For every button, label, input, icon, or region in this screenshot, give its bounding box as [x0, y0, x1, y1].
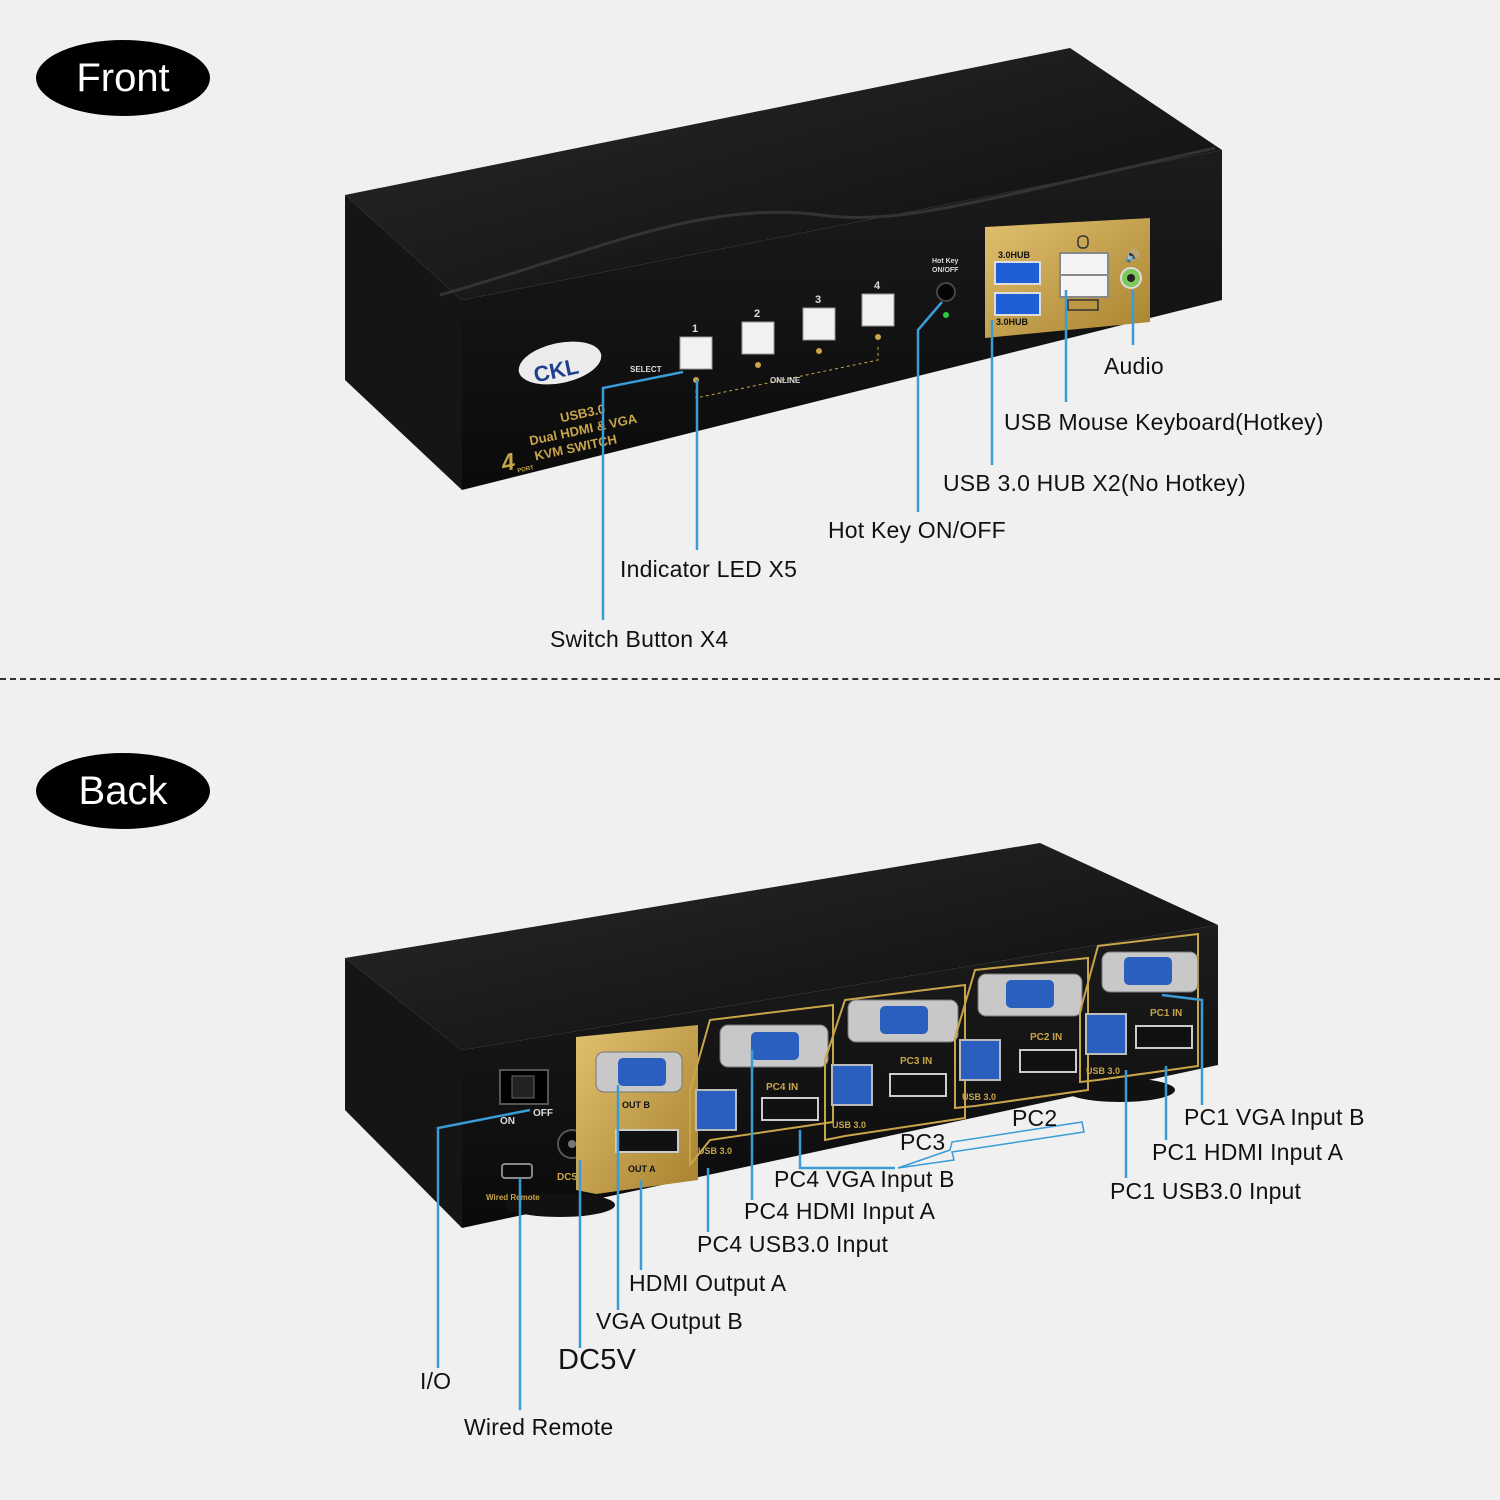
callout-pc3: PC3 — [900, 1129, 946, 1155]
front-device-side — [345, 195, 462, 490]
led-3 — [816, 348, 822, 354]
svg-text:OUT B: OUT B — [622, 1100, 650, 1110]
usb3-port-top — [994, 261, 1041, 285]
callout-pc4-vga: PC4 VGA Input B — [774, 1166, 955, 1192]
svg-text:ON: ON — [500, 1116, 515, 1127]
callout-pc1-usb: PC1 USB3.0 Input — [1110, 1178, 1302, 1204]
select-label: SELECT — [630, 365, 662, 374]
usb3-port-bottom — [994, 292, 1041, 316]
back-device: ON OFF DC5V Wired Remote OUT B OUT A PC4… — [345, 843, 1218, 1228]
callout-pc1-hdmi: PC1 HDMI Input A — [1152, 1139, 1344, 1165]
button-num-2: 2 — [754, 308, 760, 320]
callout-hdmi-output: HDMI Output A — [629, 1270, 787, 1296]
callout-switch-button: Switch Button X4 — [550, 626, 729, 652]
svg-text:USB 3.0: USB 3.0 — [698, 1146, 732, 1156]
front-device: 3.0HUB 3.0HUB 🔊 Hot Key ON/OFF 1 2 3 4 — [345, 48, 1222, 490]
svg-text:USB 3.0: USB 3.0 — [962, 1092, 996, 1102]
svg-text:PC3 IN: PC3 IN — [900, 1056, 932, 1067]
hdmi-output-a — [615, 1129, 679, 1153]
svg-text:OUT A: OUT A — [628, 1164, 656, 1174]
hub-bottom-label: 3.0HUB — [996, 317, 1029, 327]
back-device-side — [345, 958, 462, 1228]
pc2-pc3-arrow — [897, 1121, 1085, 1169]
front-leader-lines — [601, 290, 1135, 620]
online-label: ONLINE — [770, 376, 801, 385]
callout-vga-output: VGA Output B — [596, 1308, 743, 1334]
svg-text:DC5V: DC5V — [557, 1172, 584, 1183]
pc3-usb-port — [831, 1064, 873, 1106]
callout-pc4-usb: PC4 USB3.0 Input — [697, 1231, 889, 1257]
callout-pc1-vga: PC1 VGA Input B — [1184, 1104, 1365, 1130]
button-num-1: 1 — [692, 323, 698, 335]
pc4-usb-port — [695, 1089, 737, 1131]
svg-text:ON/OFF: ON/OFF — [932, 267, 959, 274]
callout-wired-remote: Wired Remote — [464, 1414, 614, 1440]
svg-text:OFF: OFF — [533, 1108, 553, 1119]
svg-text:Hot Key: Hot Key — [932, 258, 959, 265]
callout-dc5v: DC5V — [558, 1344, 637, 1376]
hotkey-led — [943, 312, 949, 318]
switch-button-2 — [741, 321, 775, 355]
back-section-label: Back — [36, 753, 210, 829]
switch-buttons: 1 2 3 4 — [679, 280, 895, 399]
back-leader-lines — [436, 993, 1204, 1410]
back-section-text: Back — [78, 768, 168, 813]
hub-top-label: 3.0HUB — [998, 250, 1031, 260]
hotkey-button — [936, 282, 956, 302]
callout-io: I/O — [420, 1368, 452, 1394]
svg-text:🔊: 🔊 — [1125, 248, 1140, 263]
back-device-top — [345, 843, 1218, 1050]
callout-pc4-hdmi: PC4 HDMI Input A — [744, 1198, 936, 1224]
callout-pc2: PC2 — [1012, 1105, 1058, 1131]
pc1-usb-port — [1085, 1013, 1127, 1055]
button-num-3: 3 — [815, 294, 821, 306]
switch-button-1 — [679, 336, 713, 370]
callout-audio: Audio — [1104, 353, 1164, 379]
usb-mouse-port — [1059, 252, 1109, 276]
button-num-4: 4 — [874, 280, 881, 292]
svg-text:USB 3.0: USB 3.0 — [832, 1120, 866, 1130]
front-section-text: Front — [76, 55, 170, 100]
svg-text:PC2 IN: PC2 IN — [1030, 1032, 1062, 1043]
usb-keyboard-port — [1059, 274, 1109, 298]
callout-usb-hub: USB 3.0 HUB X2(No Hotkey) — [943, 470, 1246, 496]
pc4-hdmi-port — [761, 1097, 819, 1121]
switch-button-3 — [802, 307, 836, 341]
switch-button-4 — [861, 293, 895, 327]
svg-text:Wired Remote: Wired Remote — [486, 1193, 540, 1202]
pc1-hdmi-port — [1135, 1025, 1193, 1049]
callout-hotkey: Hot Key ON/OFF — [828, 517, 1006, 543]
ckl-logo — [518, 341, 602, 385]
led-2 — [755, 362, 761, 368]
callout-usb-mouse-keyboard: USB Mouse Keyboard(Hotkey) — [1004, 409, 1324, 435]
svg-text:PORT: PORT — [517, 465, 535, 474]
wired-remote-port — [501, 1163, 533, 1179]
svg-text:PC4 IN: PC4 IN — [766, 1082, 798, 1093]
svg-text:PC1 IN: PC1 IN — [1150, 1008, 1182, 1019]
led-4 — [875, 334, 881, 340]
svg-text:4: 4 — [498, 448, 518, 477]
svg-text:USB 3.0: USB 3.0 — [1086, 1066, 1120, 1076]
pc2-hdmi-port — [1019, 1049, 1077, 1073]
front-section-label: Front — [36, 40, 210, 116]
section-divider — [0, 678, 1500, 680]
pc3-hdmi-port — [889, 1073, 947, 1097]
front-device-top — [345, 48, 1222, 300]
pc2-usb-port — [959, 1039, 1001, 1081]
callout-indicator-led: Indicator LED X5 — [620, 556, 798, 582]
